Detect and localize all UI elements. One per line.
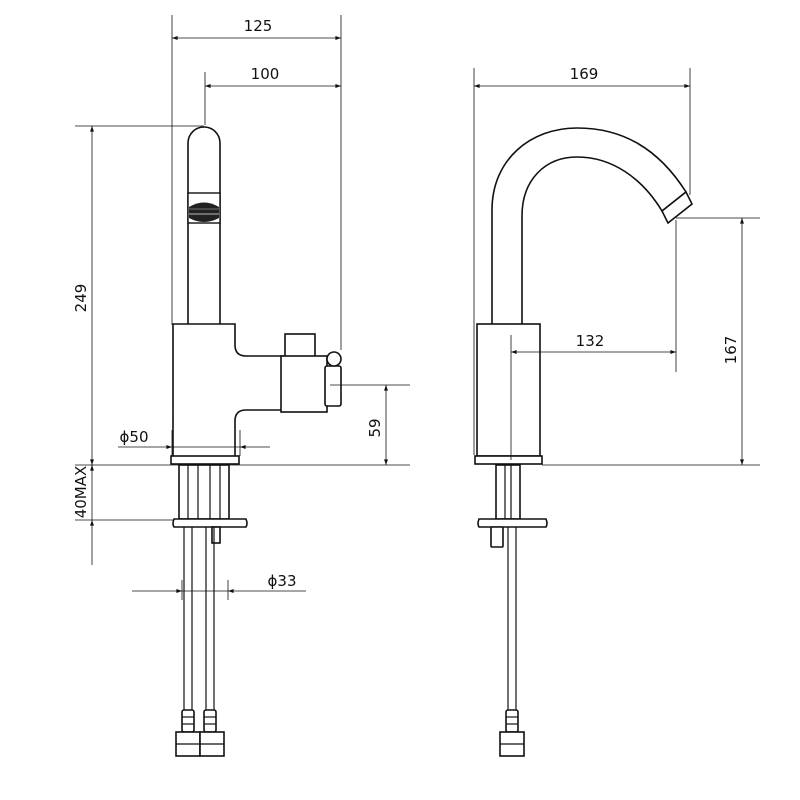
dim-overall-depth-label: 125 [244, 17, 273, 35]
side-fixing-bolt [211, 526, 221, 544]
dim-overall-depth: 125 [171, 15, 342, 350]
aerator-mesh [189, 202, 219, 222]
front-fixing-plate [477, 518, 548, 528]
handle-block [280, 355, 328, 413]
front-body [476, 323, 541, 457]
side-spout [187, 126, 221, 326]
dim-lever-height: 59 [330, 384, 410, 466]
front-fixing-nut [490, 526, 504, 548]
dim-spout-reach-label: 100 [251, 65, 280, 83]
lever-pivot [326, 351, 342, 367]
side-view: 125 100 249 40MAX [72, 15, 410, 757]
front-base [474, 455, 543, 465]
side-base [170, 455, 240, 465]
front-shank [495, 464, 521, 520]
dim-spout-outlet-height-label: 167 [722, 336, 740, 365]
front-spout-outlet [660, 190, 694, 225]
dim-base-diameter-label: ϕ50 [120, 428, 149, 446]
front-view: 169 132 167 [473, 65, 760, 757]
dim-spout-projection-label: 132 [576, 332, 605, 350]
dim-overall-width: 169 [473, 65, 691, 455]
dim-shank-diameter: ϕ33 [132, 572, 306, 600]
dim-spout-reach: 100 [204, 65, 342, 125]
dim-height: 249 [72, 125, 204, 466]
handle-lever [324, 365, 342, 407]
handle-knob [284, 333, 316, 359]
dim-shank-diameter-label: ϕ33 [268, 572, 297, 590]
dim-lever-height-label: 59 [366, 418, 384, 437]
side-shanks [178, 464, 230, 520]
front-gooseneck-spout [491, 127, 688, 324]
dim-mount-thickness: 40MAX [72, 464, 174, 565]
dim-spout-outlet-height: 167 [542, 217, 760, 466]
dim-spout-projection: 132 [510, 220, 677, 460]
side-flex-hoses [175, 527, 225, 757]
dim-mount-thickness-label: 40MAX [72, 466, 90, 519]
side-fixing-plate [172, 518, 248, 528]
dim-base-diameter: ϕ50 [118, 428, 270, 456]
side-body [172, 323, 286, 463]
dim-overall-width-label: 169 [570, 65, 599, 83]
front-flex-hose [499, 527, 525, 757]
dim-height-label: 249 [72, 284, 90, 313]
